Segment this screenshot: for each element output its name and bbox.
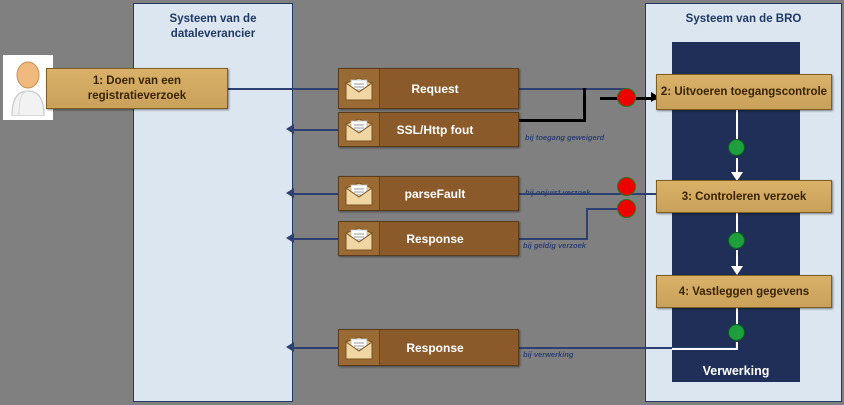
task-3-label: 3: Controleren verzoek <box>681 190 807 203</box>
connector-task1-to-request <box>228 88 340 90</box>
task-1-doen-registratieverzoek[interactable]: 1: Doen van een registratieverzoek <box>46 68 228 109</box>
connector-gateway-to-sslhttp <box>518 119 586 122</box>
event-na-vastleggen-gegevens[interactable] <box>728 324 745 341</box>
envelope-icon <box>339 330 380 365</box>
connector-verwerking-to-response2 <box>518 347 736 349</box>
connector-geldig-riser <box>586 208 588 240</box>
gateway-onjuist-verzoek[interactable] <box>617 177 636 196</box>
connector-task4-to-event3 <box>736 308 738 326</box>
connector-gateway-onjuist-in <box>614 193 656 195</box>
lane-dataleverancier-title: Systeem van de dataleverancier <box>169 13 257 40</box>
envelope-icon <box>339 177 380 210</box>
task-4-vastleggen-gegevens[interactable]: 4: Vastleggen gegevens <box>656 275 832 308</box>
connector-request-to-gateway <box>518 88 626 90</box>
gateway-geldig-verzoek[interactable] <box>617 199 636 218</box>
message-request-label: Request <box>411 81 459 96</box>
connector-task3-to-event2 <box>736 212 738 234</box>
lane-dataleverancier: Systeem van de dataleverancier <box>133 3 293 402</box>
connector-task2-to-event1 <box>736 110 738 142</box>
arrowhead-task3-in <box>731 172 743 181</box>
connector-parsefault-to-lane <box>293 193 341 195</box>
arrowhead-task4-in <box>731 266 743 275</box>
connector-gateway-onjuist-to-parsefault <box>518 193 618 195</box>
connector-gateway-geldig-to-response1 <box>518 238 586 240</box>
connector-response1-to-lane <box>293 238 341 240</box>
message-ssl-http-fout-label: SSL/Http fout <box>396 122 474 137</box>
envelope-icon <box>339 113 380 146</box>
task-2-label: 2: Uitvoeren toegangscontrole <box>660 86 828 98</box>
envelope-icon <box>339 222 380 255</box>
connector-geldig-to-task3 <box>586 208 626 210</box>
message-response-verwerking-label: Response <box>406 340 464 355</box>
person-icon <box>11 61 45 116</box>
task-4-label: 4: Vastleggen gegevens <box>678 285 810 298</box>
arrowhead-parsefault <box>286 188 294 198</box>
message-response-geldig[interactable]: Response <box>338 221 519 256</box>
connector-sslhttp-to-lane <box>293 129 341 131</box>
connector-event1-to-task3 <box>736 158 738 180</box>
event-na-toegangscontrole[interactable] <box>728 139 745 156</box>
lane-bro-title: Systeem van de BRO <box>685 13 802 25</box>
connector-response2-to-lane <box>293 347 341 349</box>
annotation-toegang-geweigerd: bij toegang geweigerd <box>525 133 605 142</box>
connector-event3-to-left <box>672 348 738 350</box>
message-response-verwerking[interactable]: Response <box>338 329 519 366</box>
connector-event3-down <box>736 342 738 350</box>
task-3-controleren-verzoek[interactable]: 3: Controleren verzoek <box>656 180 832 213</box>
gateway-toegang-geweigerd[interactable] <box>617 88 636 107</box>
annotation-onjuist-verzoek: bij onjuist verzoek <box>525 188 591 197</box>
message-parsefault[interactable]: parseFault <box>338 176 519 211</box>
actor-dataleverancier <box>3 55 53 120</box>
event-na-controleren-verzoek[interactable] <box>728 232 745 249</box>
arrowhead-response1 <box>286 233 294 243</box>
message-parsefault-label: parseFault <box>404 186 466 201</box>
task-2-uitvoeren-toegangscontrole[interactable]: 2: Uitvoeren toegangscontrole <box>656 74 832 110</box>
annotation-verwerking: bij verwerking <box>523 350 574 359</box>
arrowhead-sslhttp <box>286 124 294 134</box>
task-1-label: 1: Doen van een registratieverzoek <box>87 74 187 102</box>
connector-gateway-riser <box>583 88 586 122</box>
verwerking-label: Verwerking <box>702 364 770 378</box>
message-ssl-http-fout[interactable]: SSL/Http fout <box>338 112 519 147</box>
arrowhead-response2 <box>286 342 294 352</box>
message-request[interactable]: Request <box>338 68 519 109</box>
arrowhead-to-task2 <box>651 92 659 102</box>
message-response-geldig-label: Response <box>406 231 464 246</box>
connector-event2-to-task4 <box>736 250 738 274</box>
envelope-icon <box>339 69 380 108</box>
annotation-geldig-verzoek: bij geldig verzoek <box>523 241 586 250</box>
